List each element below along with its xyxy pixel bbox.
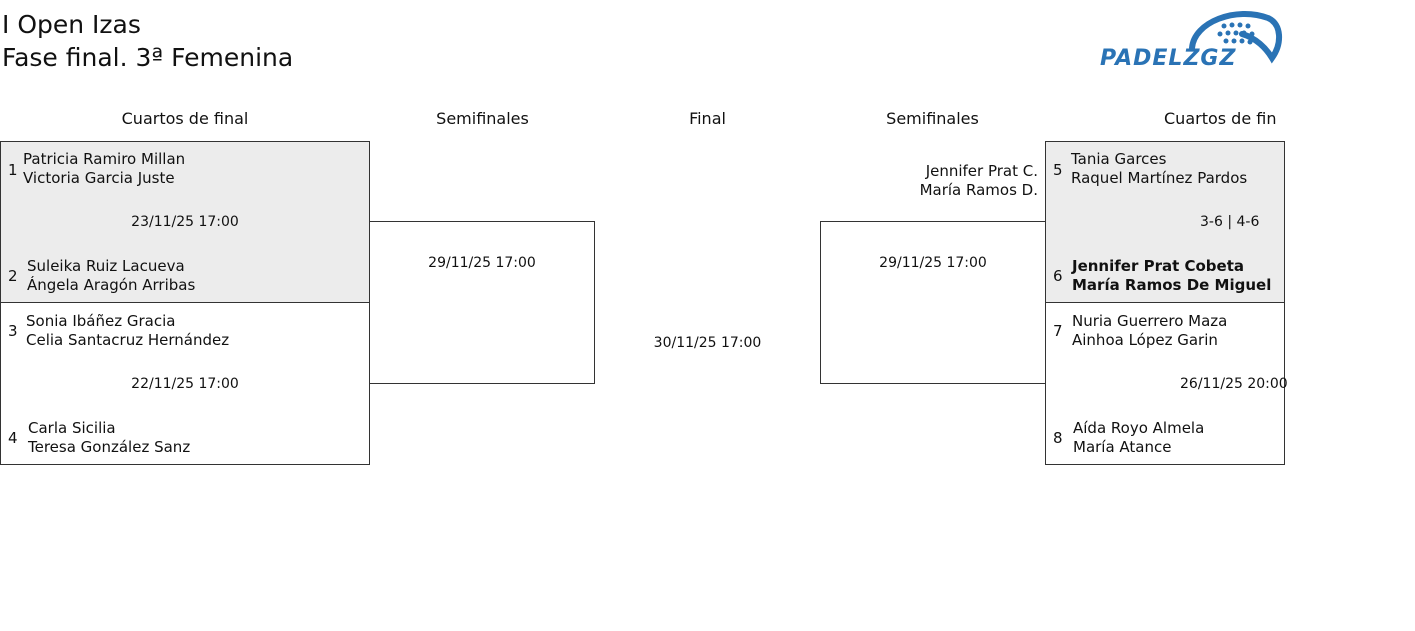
match-datetime: 22/11/25 17:00	[131, 376, 239, 392]
match-datetime: 29/11/25 17:00	[428, 255, 536, 271]
player-name: Victoria Garcia Juste	[23, 169, 175, 187]
seed-number: 1	[8, 161, 18, 179]
logo-text: PADELZGZ	[1100, 46, 1237, 71]
match-card-right-qf2[interactable]: 7 Nuria Guerrero Maza Ainhoa López Garin…	[1045, 302, 1288, 465]
seed-number: 8	[1053, 429, 1063, 447]
seed-number: 5	[1053, 161, 1063, 179]
winner-player-name: Jennifer Prat Cobeta	[1072, 257, 1244, 275]
round-header-left-semis: Semifinales	[436, 109, 529, 128]
seed-number: 2	[8, 267, 18, 285]
seed-number: 4	[8, 429, 18, 447]
seed-number: 7	[1053, 322, 1063, 340]
player-name: Ainhoa López Garin	[1072, 331, 1218, 349]
player-name: Suleika Ruiz Lacueva	[27, 257, 185, 275]
match-card-right-sf[interactable]: 29/11/25 17:00	[820, 221, 1046, 384]
match-datetime: 29/11/25 17:00	[879, 255, 987, 271]
round-header-final: Final	[689, 109, 726, 128]
match-card-left-sf[interactable]: 29/11/25 17:00	[369, 221, 595, 384]
player-name: Ángela Aragón Arribas	[27, 276, 196, 294]
advanced-player-name: María Ramos D.	[919, 181, 1038, 199]
player-name: Aída Royo Almela	[1073, 419, 1205, 437]
advanced-player-name: Jennifer Prat C.	[925, 162, 1038, 180]
phase-title: Fase final. 3ª Femenina	[2, 43, 294, 72]
logo-ball-icon	[1189, 11, 1282, 64]
player-name: Raquel Martínez Pardos	[1071, 169, 1248, 187]
player-name: Sonia Ibáñez Gracia	[26, 312, 176, 330]
round-header-left-quarters: Cuartos de final	[121, 109, 249, 128]
player-name: Carla Sicilia	[28, 419, 116, 437]
match-card-right-qf1[interactable]: 5 Tania Garces Raquel Martínez Pardos 3-…	[1045, 141, 1285, 303]
round-header-right-semis: Semifinales	[886, 109, 979, 128]
seed-number: 6	[1053, 267, 1063, 285]
round-header-right-quarters: Cuartos de fin	[1164, 109, 1277, 128]
seed-number: 3	[8, 322, 18, 340]
final-datetime: 30/11/25 17:00	[653, 335, 762, 351]
player-name: Patricia Ramiro Millan	[23, 150, 186, 168]
match-score: 3-6 | 4-6	[1200, 214, 1260, 230]
player-name: Teresa González Sanz	[28, 438, 191, 456]
match-datetime: 23/11/25 17:00	[131, 214, 239, 230]
player-name: Celia Santacruz Hernández	[26, 331, 230, 349]
winner-player-name: María Ramos De Miguel	[1072, 276, 1272, 294]
player-name: Tania Garces	[1071, 150, 1167, 168]
match-datetime: 26/11/25 20:00	[1180, 376, 1288, 392]
match-card-left-qf2[interactable]: 3 Sonia Ibáñez Gracia Celia Santacruz He…	[0, 302, 370, 465]
match-card-left-qf1[interactable]: 1 Patricia Ramiro Millan Victoria Garcia…	[0, 141, 370, 303]
player-name: Nuria Guerrero Maza	[1072, 312, 1228, 330]
tournament-title: I Open Izas	[2, 10, 141, 39]
player-name: María Atance	[1073, 438, 1172, 456]
padelzgz-logo: PADELZGZ	[1096, 8, 1282, 74]
